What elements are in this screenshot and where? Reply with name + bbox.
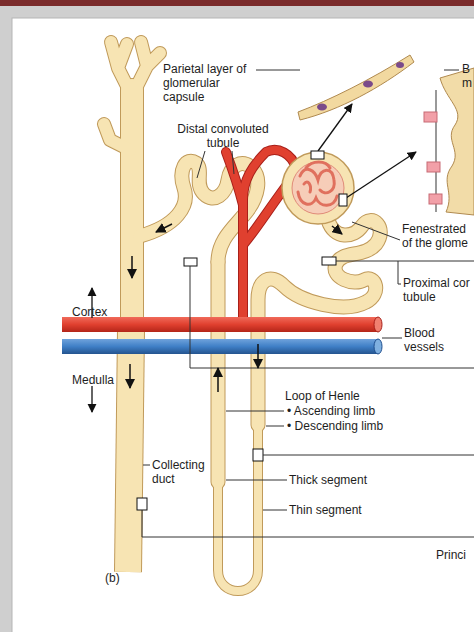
vein-band — [62, 339, 378, 354]
parietal-cell — [298, 55, 414, 120]
part-label: Collecting duct — [152, 458, 214, 486]
ascending-limb — [211, 262, 226, 482]
part-label: Thick segment — [289, 473, 367, 487]
collecting-duct — [121, 90, 143, 332]
vessel-end — [374, 317, 382, 332]
leader-line — [226, 411, 284, 412]
leader-line — [226, 480, 287, 481]
part-label: B m — [462, 62, 474, 90]
part-label: (b) — [105, 571, 120, 585]
sample-box — [322, 257, 336, 265]
region-arrow — [91, 386, 92, 412]
collecting-duct-branch — [104, 42, 160, 150]
thin-segment — [218, 425, 258, 591]
part-label: Princi — [436, 548, 466, 562]
sample-box — [311, 151, 324, 159]
tubule-outline — [104, 42, 380, 591]
leader-line — [190, 266, 474, 368]
flow-arrow — [332, 226, 342, 234]
artery-band — [62, 317, 378, 332]
leader-line — [256, 70, 300, 71]
part-label: Cortex — [72, 305, 107, 319]
collecting-duct — [120, 90, 144, 332]
leader-line — [263, 455, 474, 456]
flow-arrows — [130, 224, 342, 392]
sample-box — [253, 449, 263, 461]
leader-line — [444, 70, 459, 71]
part-label: Fenestrated of the glome — [402, 222, 472, 250]
endothelial-cell — [424, 112, 437, 122]
sample-box — [137, 498, 147, 510]
part-label: • Descending limb — [287, 419, 383, 433]
sample-box — [184, 258, 197, 266]
endothelial-cell — [427, 162, 440, 172]
ascending-limb — [212, 262, 225, 482]
vessel-end — [374, 339, 382, 354]
part-label: Distal convoluted tubule — [168, 122, 278, 150]
collecting-duct — [128, 330, 131, 572]
zoom-arrow — [318, 104, 352, 151]
zoom-arrow — [346, 152, 416, 198]
flow-arrow — [257, 344, 259, 368]
glomerulus — [292, 162, 344, 214]
flow-arrow — [217, 368, 219, 392]
part-label: Thin segment — [289, 503, 362, 517]
part-label: Loop of Henle — [285, 389, 360, 403]
flow-arrow — [131, 256, 133, 278]
leader-line — [143, 465, 150, 466]
cell-nucleus — [396, 62, 404, 68]
flow-arrow — [129, 364, 131, 388]
collecting-duct — [128, 330, 131, 572]
leader-line — [263, 510, 287, 511]
leader-line — [266, 426, 284, 427]
page-panel — [12, 18, 474, 632]
sample-boxes — [137, 151, 347, 510]
capillary-loops — [298, 162, 337, 205]
screen-top-strip — [0, 0, 474, 6]
leader-line — [352, 222, 400, 240]
zoom-illustration — [440, 68, 474, 215]
part-label: Blood vessels — [404, 326, 454, 354]
cell-nucleus — [363, 81, 373, 88]
sample-box — [339, 194, 347, 206]
part-label: Proximal cor tubule — [403, 276, 473, 304]
part-label: Parietal layer of glomerular capsule — [163, 62, 255, 104]
endothelial-cell — [429, 194, 442, 204]
leader-line — [382, 338, 402, 339]
flow-arrow — [156, 224, 172, 232]
leader-line — [197, 151, 234, 178]
part-label: Medulla — [72, 373, 114, 387]
part-label: • Ascending limb — [287, 404, 375, 418]
tubule-fill — [104, 42, 380, 591]
leader-lines — [142, 70, 474, 537]
cell-nucleus — [317, 104, 327, 111]
glomerular-capsule — [282, 152, 354, 224]
